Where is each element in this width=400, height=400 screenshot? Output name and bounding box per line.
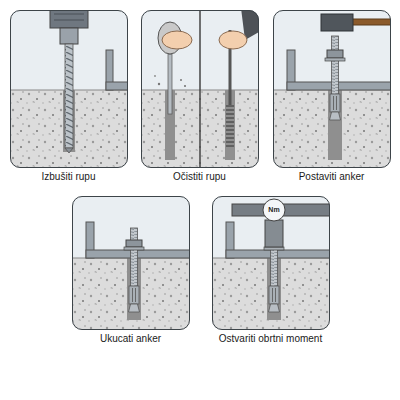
step-caption: Ostvariti obrtni moment — [171, 333, 371, 345]
step-caption: Postaviti anker — [232, 171, 400, 183]
step-panel: Očistiti rupu — [141, 10, 259, 168]
step-panel: Izbušiti rupu — [10, 10, 128, 168]
step-panel: Ukucati anker — [72, 196, 190, 330]
step-panel: Postaviti anker — [273, 10, 391, 168]
torque-unit: Nm — [268, 206, 279, 214]
step-panel: Ostvariti obrtni moment — [212, 196, 330, 330]
step-caption: Ukucati anker — [31, 333, 231, 345]
step-caption: Izbušiti rupu — [0, 171, 169, 183]
step-caption: Očistiti rupu — [100, 171, 300, 183]
